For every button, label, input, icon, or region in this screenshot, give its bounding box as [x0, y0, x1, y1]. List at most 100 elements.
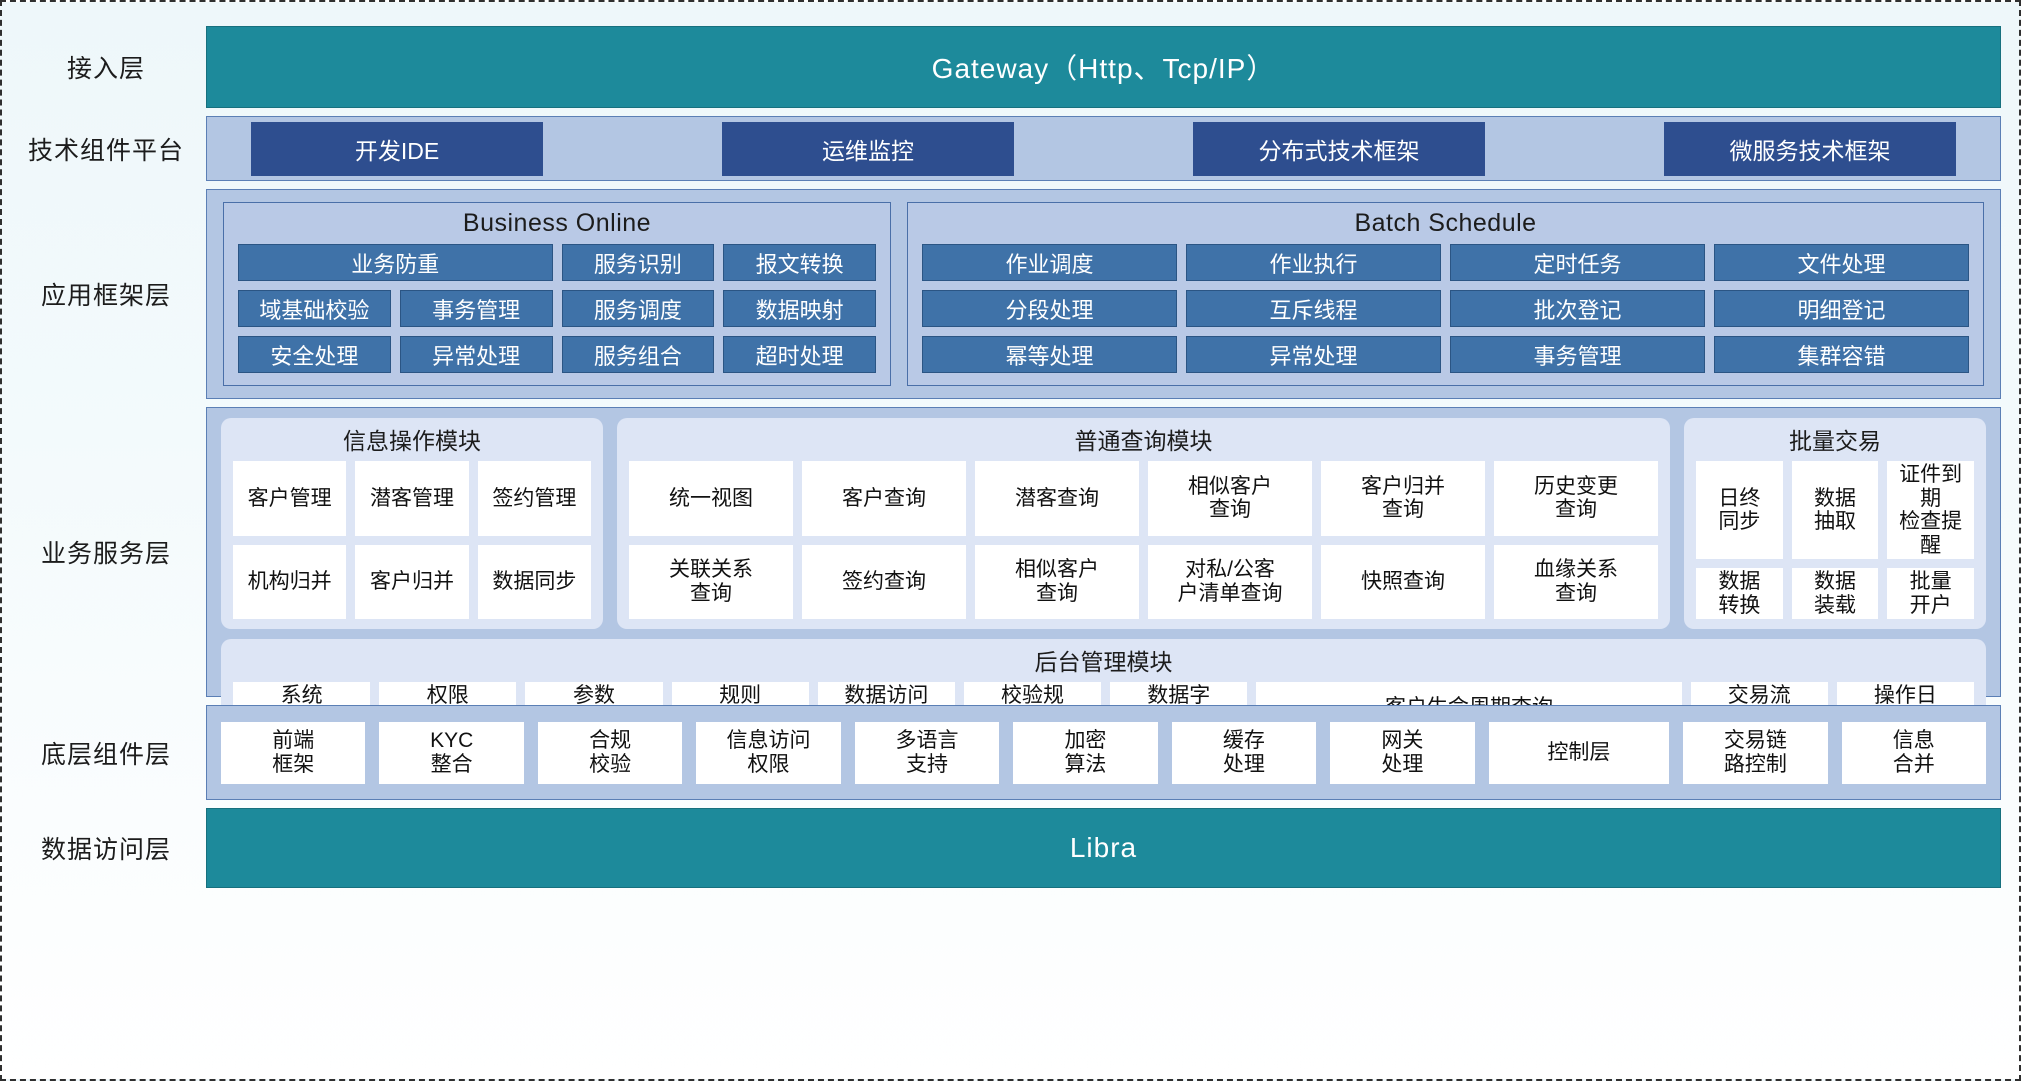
query-cell-5[interactable]: 历史变更查询 [1494, 461, 1658, 536]
layer-label-component: 底层组件层 [40, 740, 171, 769]
bo-cell-0[interactable]: 业务防重 [238, 244, 553, 281]
bo-cell-3[interactable]: 域基础校验 [238, 290, 391, 327]
comp-cell-4[interactable]: 多语言支持 [854, 721, 1000, 784]
bs-cell-6[interactable]: 批次登记 [1450, 290, 1705, 327]
layer-label-service: 业务服务层 [40, 540, 171, 568]
bs-cell-1[interactable]: 作业执行 [1186, 244, 1441, 281]
comp-cell-5[interactable]: 加密算法 [1013, 721, 1158, 784]
panel-batch-schedule: Batch Schedule 作业调度 作业执行 定时任务 文件处理 分段处理 … [907, 202, 1984, 386]
query-cell-10[interactable]: 快照查询 [1321, 544, 1485, 620]
batch-cell-5[interactable]: 批量开户 [1887, 568, 1974, 620]
panel-batch-module: 批量交易 日终同步 数据抽取 证件到期检查提醒 数据转换 数据装载 批量开户 [1684, 418, 1986, 630]
info-cell-3[interactable]: 机构归并 [233, 544, 347, 620]
business-online-grid: 业务防重 服务识别 报文转换 域基础校验 事务管理 服务调度 数据映射 安全处理… [238, 244, 876, 373]
query-cell-8[interactable]: 相似客户查询 [975, 544, 1139, 620]
bs-cell-7[interactable]: 明细登记 [1714, 290, 1969, 327]
layer-label-access: 接入层 [66, 55, 145, 83]
tech-layer-container: 开发IDE 运维监控 分布式技术框架 微服务技术框架 [206, 116, 2001, 181]
comp-cell-2[interactable]: 合规校验 [537, 721, 683, 784]
tech-item-dev-ide[interactable]: 开发IDE [251, 121, 543, 176]
info-cell-4[interactable]: 客户归并 [355, 544, 469, 620]
tech-item-ops-monitor[interactable]: 运维监控 [722, 121, 1014, 176]
comp-cell-0[interactable]: 前端框架 [221, 721, 366, 784]
batch-schedule-grid: 作业调度 作业执行 定时任务 文件处理 分段处理 互斥线程 批次登记 明细登记 … [922, 244, 1969, 373]
business-service-band: 信息操作模块 客户管理 潜客管理 签约管理 机构归并 客户归并 数据同步 普通查… [206, 407, 2001, 744]
query-cell-11[interactable]: 血缘关系查询 [1494, 544, 1658, 620]
bs-cell-5[interactable]: 互斥线程 [1186, 290, 1441, 327]
bo-cell-8[interactable]: 异常处理 [399, 336, 553, 373]
batch-module-grid: 日终同步 数据抽取 证件到期检查提醒 数据转换 数据装载 批量开户 [1696, 461, 1974, 620]
batch-cell-1[interactable]: 数据抽取 [1791, 461, 1879, 560]
comp-cell-9[interactable]: 交易链路控制 [1683, 721, 1828, 784]
data-layer-band: Libra [206, 808, 2001, 888]
tech-item-microservice-framework[interactable]: 微服务技术框架 [1664, 121, 1956, 176]
business-service-container: 信息操作模块 客户管理 潜客管理 签约管理 机构归并 客户归并 数据同步 普通查… [206, 407, 2001, 744]
bs-cell-4[interactable]: 分段处理 [922, 290, 1177, 327]
service-modules-row: 信息操作模块 客户管理 潜客管理 签约管理 机构归并 客户归并 数据同步 普通查… [221, 418, 1986, 630]
bs-cell-10[interactable]: 事务管理 [1450, 336, 1705, 373]
comp-cell-6[interactable]: 缓存处理 [1171, 721, 1317, 784]
layer-label-data: 数据访问层 [40, 836, 171, 864]
bs-cell-3[interactable]: 文件处理 [1714, 244, 1969, 281]
panel-title-query-module: 普通查询模块 [1074, 428, 1213, 454]
tech-layer-band: 开发IDE 运维监控 分布式技术框架 微服务技术框架 [206, 116, 2001, 181]
panel-info-module: 信息操作模块 客户管理 潜客管理 签约管理 机构归并 客户归并 数据同步 [221, 418, 603, 630]
query-cell-0[interactable]: 统一视图 [629, 461, 793, 536]
bo-cell-1[interactable]: 服务识别 [561, 244, 715, 281]
layer-grid: 接入层 Gateway（Http、Tcp/IP） 技术组件平台 开发IDE 运维… [6, 6, 2015, 1075]
panel-title-batch-schedule: Batch Schedule [1354, 209, 1537, 237]
bo-cell-5[interactable]: 服务调度 [561, 290, 715, 327]
info-cell-0[interactable]: 客户管理 [233, 461, 347, 536]
tech-buttons: 开发IDE 运维监控 分布式技术框架 微服务技术框架 [207, 121, 2000, 176]
batch-cell-2[interactable]: 证件到期检查提醒 [1887, 461, 1974, 560]
info-cell-5[interactable]: 数据同步 [477, 544, 591, 620]
bs-cell-9[interactable]: 异常处理 [1186, 336, 1441, 373]
query-cell-9[interactable]: 对私/公客户清单查询 [1148, 544, 1312, 620]
access-layer-band: Gateway（Http、Tcp/IP） [206, 26, 2001, 108]
bs-cell-0[interactable]: 作业调度 [922, 244, 1177, 281]
comp-cell-7[interactable]: 网关处理 [1330, 721, 1475, 784]
query-cell-1[interactable]: 客户查询 [802, 461, 966, 536]
batch-cell-3[interactable]: 数据转换 [1696, 568, 1783, 620]
info-cell-2[interactable]: 签约管理 [477, 461, 591, 536]
gateway-bar: Gateway（Http、Tcp/IP） [206, 26, 2001, 108]
bs-cell-8[interactable]: 幂等处理 [922, 336, 1177, 373]
query-cell-2[interactable]: 潜客查询 [975, 461, 1139, 536]
query-cell-4[interactable]: 客户归并查询 [1321, 461, 1485, 536]
info-module-grid: 客户管理 潜客管理 签约管理 机构归并 客户归并 数据同步 [233, 461, 591, 620]
app-framework-band: Business Online 业务防重 服务识别 报文转换 域基础校验 事务管… [206, 189, 2001, 399]
batch-cell-4[interactable]: 数据装载 [1791, 568, 1879, 620]
comp-cell-10[interactable]: 信息合并 [1841, 721, 1986, 784]
bo-cell-9[interactable]: 服务组合 [561, 336, 715, 373]
panel-business-online: Business Online 业务防重 服务识别 报文转换 域基础校验 事务管… [223, 202, 891, 386]
comp-cell-8[interactable]: 控制层 [1488, 721, 1670, 784]
query-module-grid: 统一视图 客户查询 潜客查询 相似客户查询 客户归并查询 历史变更查询 关联关系… [629, 461, 1658, 620]
bo-cell-4[interactable]: 事务管理 [399, 290, 553, 327]
panel-title-info-module: 信息操作模块 [343, 428, 481, 454]
query-cell-6[interactable]: 关联关系查询 [629, 544, 793, 620]
tech-item-distributed-framework[interactable]: 分布式技术框架 [1193, 121, 1485, 176]
panel-title-batch-module: 批量交易 [1789, 428, 1881, 454]
app-framework-container: Business Online 业务防重 服务识别 报文转换 域基础校验 事务管… [206, 189, 2001, 399]
bo-cell-2[interactable]: 报文转换 [723, 244, 876, 281]
query-cell-3[interactable]: 相似客户查询 [1148, 461, 1312, 536]
layer-label-tech: 技术组件平台 [27, 136, 184, 165]
query-cell-7[interactable]: 签约查询 [802, 544, 966, 620]
bo-cell-7[interactable]: 安全处理 [238, 336, 391, 373]
panel-title-admin-module: 后台管理模块 [1034, 649, 1173, 676]
comp-cell-3[interactable]: 信息访问权限 [696, 721, 841, 784]
info-cell-1[interactable]: 潜客管理 [355, 461, 469, 536]
panel-title-business-online: Business Online [462, 209, 652, 237]
batch-cell-0[interactable]: 日终同步 [1696, 461, 1783, 560]
bo-cell-6[interactable]: 数据映射 [723, 290, 876, 327]
bs-cell-2[interactable]: 定时任务 [1450, 244, 1705, 281]
panel-query-module: 普通查询模块 统一视图 客户查询 潜客查询 相似客户查询 客户归并查询 历史变更… [617, 418, 1670, 630]
bo-cell-10[interactable]: 超时处理 [723, 336, 876, 373]
libra-bar: Libra [206, 808, 2001, 888]
bs-cell-11[interactable]: 集群容错 [1714, 336, 1969, 373]
